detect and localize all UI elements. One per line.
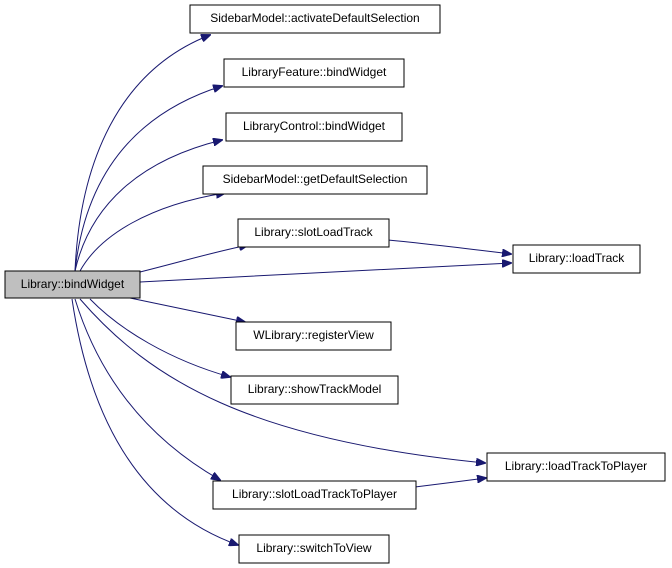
node-activate-default-selection-label: SidebarModel::activateDefaultSelection: [210, 11, 419, 25]
node-activate-default-selection[interactable]: SidebarModel::activateDefaultSelection: [189, 4, 441, 34]
edge-root-slotLoadTrackToPlayer: [74, 298, 220, 480]
node-root[interactable]: Library::bindWidget: [4, 270, 141, 299]
edge-root-featureBindWidget: [74, 86, 222, 272]
node-load-track-to-player-label: Library::loadTrackToPlayer: [505, 459, 647, 473]
node-get-default-selection-label: SidebarModel::getDefaultSelection: [223, 172, 408, 186]
edge-root-registerView: [129, 297, 245, 322]
edge-root-switchToView: [71, 298, 238, 545]
node-switch-to-view-label: Library::switchToView: [256, 541, 371, 555]
edge-root-showTrackModel: [89, 298, 230, 377]
edge-slotLoadTrackToPlayer-loadTrackToPlayer: [414, 478, 486, 488]
node-get-default-selection[interactable]: SidebarModel::getDefaultSelection: [202, 165, 428, 195]
node-show-track-model[interactable]: Library::showTrackModel: [230, 375, 399, 405]
node-control-bind-widget-label: LibraryControl::bindWidget: [243, 119, 386, 133]
node-show-track-model-label: Library::showTrackModel: [248, 382, 382, 396]
node-load-track-to-player[interactable]: Library::loadTrackToPlayer: [486, 452, 666, 482]
node-root-label: Library::bindWidget: [21, 277, 125, 291]
node-register-view-label: WLibrary::registerView: [253, 328, 374, 342]
edge-root-loadTrack: [139, 263, 511, 283]
node-slot-load-track-to-player-label: Library::slotLoadTrackToPlayer: [232, 487, 397, 501]
node-switch-to-view[interactable]: Library::switchToView: [238, 534, 390, 564]
node-slot-load-track[interactable]: Library::slotLoadTrack: [237, 218, 390, 248]
node-control-bind-widget[interactable]: LibraryControl::bindWidget: [225, 112, 403, 142]
node-slot-load-track-to-player[interactable]: Library::slotLoadTrackToPlayer: [212, 480, 417, 510]
node-slot-load-track-label: Library::slotLoadTrack: [254, 225, 373, 239]
edge-slotLoadTrack-loadTrack: [387, 239, 511, 254]
node-feature-bind-widget[interactable]: LibraryFeature::bindWidget: [223, 58, 405, 88]
edge-root-slotLoadTrack: [139, 245, 248, 273]
edge-root-activateDefaultSelection: [74, 35, 210, 272]
edges: [71, 35, 511, 545]
node-load-track[interactable]: Library::loadTrack: [512, 244, 641, 274]
node-feature-bind-widget-label: LibraryFeature::bindWidget: [242, 65, 387, 79]
edge-root-getDefaultSelection: [79, 193, 225, 272]
edge-root-loadTrackToPlayer: [79, 298, 485, 463]
edge-root-controlBindWidget: [74, 140, 222, 272]
node-load-track-label: Library::loadTrack: [529, 251, 626, 265]
node-register-view[interactable]: WLibrary::registerView: [235, 321, 392, 351]
